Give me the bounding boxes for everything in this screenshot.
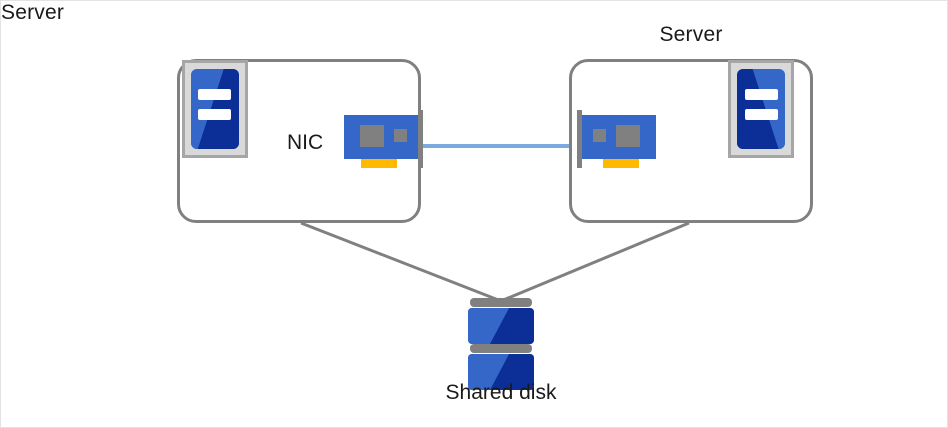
- rack-slot-bar: [198, 89, 231, 100]
- server-right-enclosure[interactable]: [569, 59, 813, 223]
- disk-middle-bar: [470, 344, 532, 353]
- nic-card-left[interactable]: [344, 110, 423, 168]
- rack-slot-bar: [745, 89, 778, 100]
- disk-platter: [468, 308, 534, 344]
- shared-disk-label: Shared disk: [445, 381, 557, 404]
- disk-platter: [468, 354, 534, 390]
- nic-edge-connector: [603, 159, 639, 168]
- server-right-title: Server: [659, 23, 723, 46]
- nic-controller-chip: [360, 125, 384, 147]
- nic-bracket: [418, 110, 423, 168]
- nic-edge-connector: [361, 159, 397, 168]
- shared-disk-icon[interactable]: [468, 298, 534, 390]
- nic-memory-chip: [593, 129, 606, 142]
- server-rack-icon: [182, 60, 248, 158]
- disk-top-bar: [470, 298, 532, 307]
- nic-bracket: [577, 110, 582, 168]
- server-left-title: Server: [1, 1, 65, 24]
- server-left-to-disk-line: [300, 221, 502, 303]
- nic-memory-chip: [394, 129, 407, 142]
- nic-label: NIC: [287, 131, 324, 154]
- rack-slot-bar: [198, 109, 231, 120]
- nic-card-right[interactable]: [577, 110, 656, 168]
- server-rack-icon: [728, 60, 794, 158]
- rack-body: [737, 69, 785, 149]
- nic-board: [582, 115, 656, 159]
- server-right-to-disk-line: [500, 221, 690, 303]
- nic-controller-chip: [616, 125, 640, 147]
- rack-body: [191, 69, 239, 149]
- nic-board: [344, 115, 418, 159]
- rack-slot-bar: [745, 109, 778, 120]
- disk-shade: [468, 308, 534, 344]
- disk-shade: [468, 354, 534, 390]
